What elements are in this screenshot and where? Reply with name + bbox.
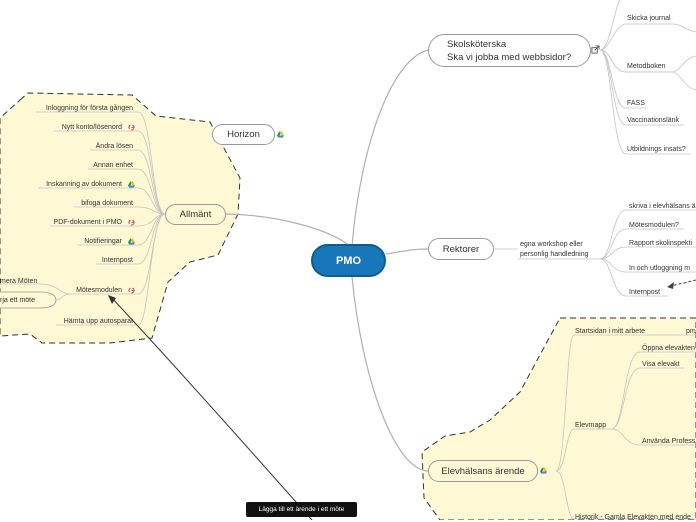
rektorer-intermediate-line2[interactable]: personlig handledning xyxy=(520,251,589,258)
central-node-label: PMO xyxy=(335,254,362,267)
motes-leaf-rja-ett-mote[interactable]: rja ett möte xyxy=(0,297,36,304)
skolskoterska-line1: Skolsköterska xyxy=(447,38,507,50)
allmant-label: Allmänt xyxy=(179,209,212,220)
allmant-leaf-notifieringar[interactable]: Notifieringar xyxy=(84,238,122,245)
allmant-leaf-andra-losen[interactable]: Ändra lösen xyxy=(95,143,133,150)
horizon-label: Horizon xyxy=(227,129,260,140)
allmant-leaf-motesmodulen[interactable]: Mötesmodulen xyxy=(76,287,122,294)
rektorer-leaf-in-och-utloggning[interactable]: In och utloggning m xyxy=(629,265,691,272)
elevhalsa-label: Elevhälsans ärende xyxy=(441,465,525,477)
allmant-leaf-annan-enhet[interactable]: Annan enhet xyxy=(93,162,133,169)
elev-leaf-oppna-elevakten[interactable]: Öppna elevakten xyxy=(642,345,695,352)
rektorer-intermediate-line1[interactable]: egna workshop eller xyxy=(520,241,583,248)
google-drive-icon xyxy=(128,181,135,188)
skol-leaf-fass[interactable]: FASS xyxy=(627,100,645,107)
google-drive-icon xyxy=(277,131,284,138)
rektorer-label: Rektorer xyxy=(442,243,480,255)
elev-leaf-startsidan[interactable]: Startsidan i mitt arbete xyxy=(575,328,646,335)
allmant-leaf-hamta-autosparat[interactable]: Hämta upp autosparat xyxy=(63,318,133,325)
allmant-leaf-inskanning[interactable]: Inskanning av dokument xyxy=(46,181,122,188)
branch-rektorer[interactable]: Rektorer xyxy=(428,238,494,260)
google-g-icon xyxy=(128,124,135,131)
skol-leaf-metodboken[interactable]: Metodboken xyxy=(627,63,666,70)
allmant-boundary xyxy=(0,92,241,344)
allmant-leaf-internpost[interactable]: Internpost xyxy=(101,257,133,264)
skolskoterska-line2: Ska vi jobba med webbsidor? xyxy=(447,51,572,63)
rektorer-leaf-skriva[interactable]: skriva i elevhälsans ä xyxy=(629,203,696,210)
elev-leaf-visa-elevakt[interactable]: Visa elevakt xyxy=(642,361,680,368)
rektorer-leaf-motesmodulen[interactable]: Mötesmodulen? xyxy=(629,222,679,229)
google-drive-icon xyxy=(128,238,135,245)
branch-allmant[interactable]: Allmänt xyxy=(165,204,226,225)
branch-horizon[interactable]: Horizon xyxy=(212,124,275,145)
skol-leaf-skicka-journal[interactable]: Skicka journal xyxy=(627,15,671,22)
google-g-icon xyxy=(128,287,135,294)
motes-leaf-mera-moten[interactable]: mera Möten xyxy=(0,278,38,285)
external-link-icon[interactable] xyxy=(591,45,600,54)
tooltip-text: Lägga till ett ärende i ett möte xyxy=(258,506,345,513)
rektorer-leaf-internpost[interactable]: Internpost xyxy=(629,289,661,296)
branch-skolskoterska[interactable]: Skolsköterska Ska vi jobba med webbsidor… xyxy=(428,34,591,67)
allmant-leaf-nytt-konto[interactable]: Nytt konto/lösenord xyxy=(61,124,122,131)
central-node-pmo[interactable]: PMO xyxy=(311,244,386,277)
branch-elevhalsa[interactable]: Elevhälsans ärende xyxy=(428,460,538,482)
elev-leaf-anvanda-profess[interactable]: Använda Profess xyxy=(642,438,696,445)
elev-leaf-elevmapp[interactable]: Elevmapp xyxy=(575,422,607,429)
google-drive-icon xyxy=(540,467,547,474)
motesmodulen-subnode xyxy=(0,291,57,309)
allmant-leaf-inloggning[interactable]: Inloggning för första gången xyxy=(45,105,133,112)
google-g-icon xyxy=(128,219,135,226)
elev-leaf-historik[interactable]: Historik - Gamla Elevakten med ende xyxy=(575,514,691,521)
skol-leaf-vaccinationslank[interactable]: Vaccinationslänk xyxy=(627,117,680,124)
skol-leaf-utbildnings-insats[interactable]: Utbildnings insats? xyxy=(627,146,686,153)
elev-leaf-pm[interactable]: pm xyxy=(686,328,696,335)
rektorer-leaf-rapport[interactable]: Rapport skolinspekti xyxy=(629,240,693,247)
tooltip: Lägga till ett ärende i ett möte xyxy=(246,502,357,517)
allmant-leaf-bifoga[interactable]: bifoga dokument xyxy=(81,200,133,207)
allmant-leaf-pdf[interactable]: PDF-dokument i PMO xyxy=(53,219,122,226)
